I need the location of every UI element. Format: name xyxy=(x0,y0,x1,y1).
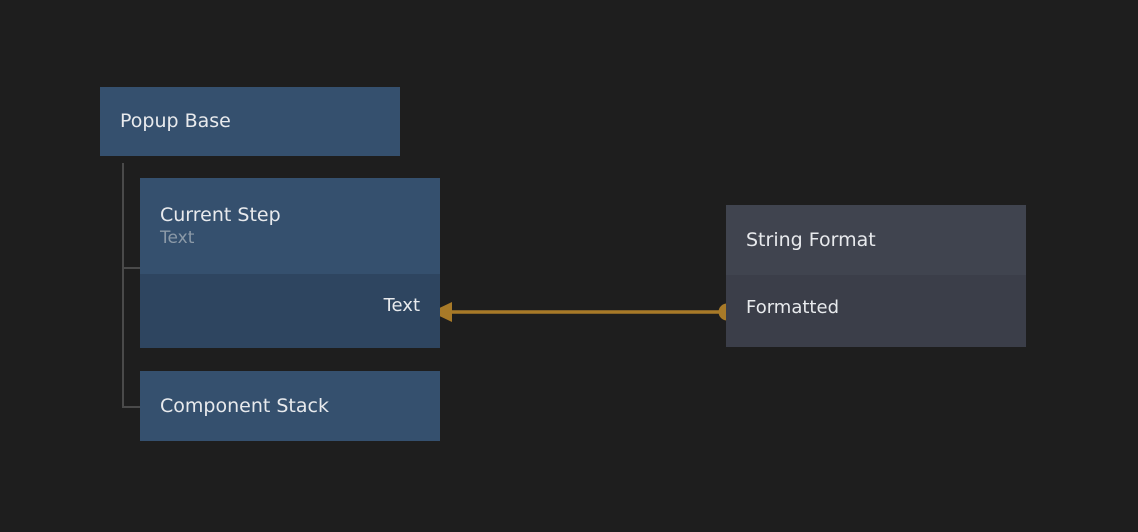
node-current-step-port-text[interactable]: Text xyxy=(140,290,440,320)
node-popup-base[interactable]: Popup Base xyxy=(100,87,400,156)
node-popup-base-header[interactable]: Popup Base xyxy=(100,87,400,156)
node-string-format-header[interactable]: String Format xyxy=(726,205,1026,275)
hierarchy-branch-line-current-step xyxy=(124,267,140,269)
node-string-format-title: String Format xyxy=(746,228,876,251)
node-current-step-header[interactable]: Current Step Text xyxy=(140,178,440,274)
node-current-step-port-text-label: Text xyxy=(383,294,420,316)
node-popup-base-title: Popup Base xyxy=(120,110,231,133)
node-component-stack-header[interactable]: Component Stack xyxy=(140,371,440,441)
hierarchy-branch-line-component-stack xyxy=(124,406,140,408)
node-string-format-body: Formatted xyxy=(726,275,1026,347)
node-current-step-subtitle: Text xyxy=(160,228,195,249)
node-current-step[interactable]: Current Step Text Text xyxy=(140,178,440,348)
node-component-stack-title: Component Stack xyxy=(160,394,329,417)
hierarchy-trunk-line xyxy=(122,163,124,408)
node-string-format-port-formatted[interactable]: Formatted xyxy=(726,292,1026,322)
node-component-stack[interactable]: Component Stack xyxy=(140,371,440,441)
node-current-step-body: Text xyxy=(140,274,440,348)
node-string-format-port-formatted-label: Formatted xyxy=(746,296,839,318)
node-current-step-title: Current Step xyxy=(160,203,281,226)
node-string-format[interactable]: String Format Formatted xyxy=(726,205,1026,347)
